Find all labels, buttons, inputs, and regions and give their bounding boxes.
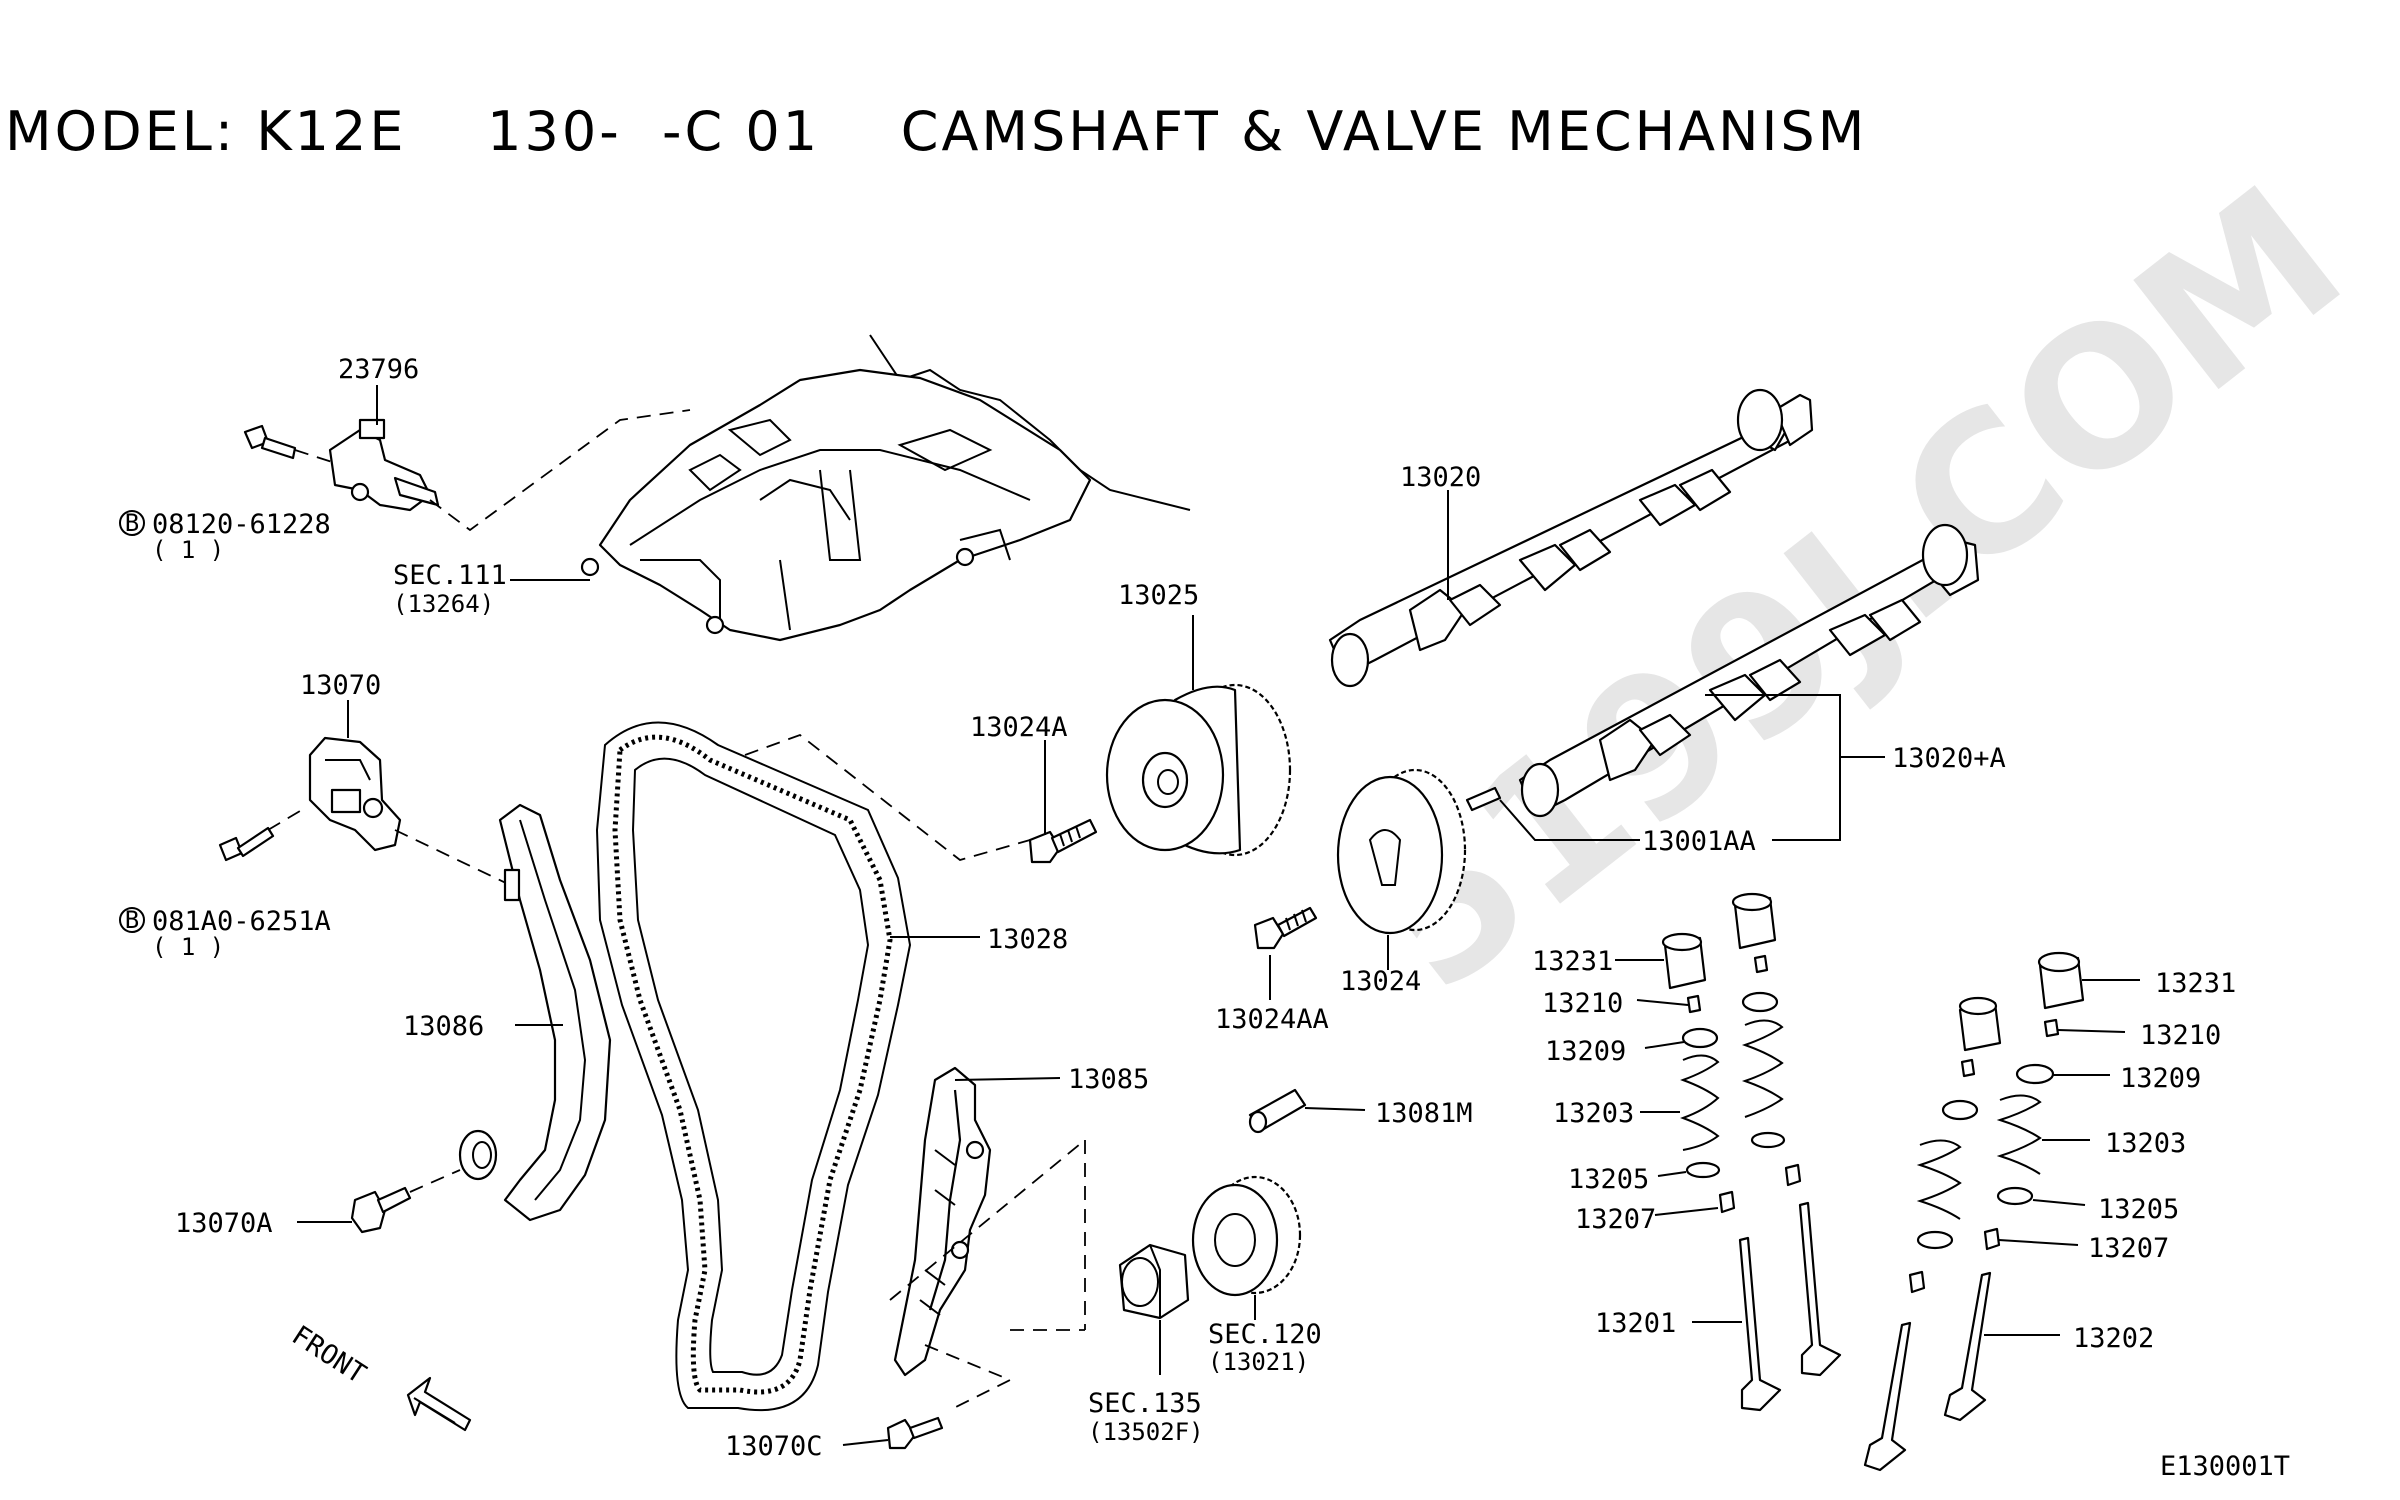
chain-tensioner-13070	[308, 736, 511, 886]
label-13210-left: 13210	[1542, 988, 1623, 1019]
label-13085: 13085	[1068, 1064, 1149, 1095]
label-front: FRONT	[286, 1320, 371, 1390]
label-bolt-081A0-6251A: 081A0-6251A	[152, 906, 331, 937]
label-13070: 13070	[300, 670, 381, 701]
camshaft-13020	[1328, 388, 1814, 688]
label-13231-left: 13231	[1532, 946, 1613, 977]
label-sec120: SEC.120	[1208, 1319, 1322, 1350]
label-sec135: SEC.135	[1088, 1388, 1202, 1419]
label-13205-left: 13205	[1568, 1164, 1649, 1195]
label-13070A: 13070A	[175, 1208, 273, 1239]
label-13207-left: 13207	[1575, 1204, 1656, 1235]
label-13210-right: 13210	[2140, 1020, 2221, 1051]
valve-train-right	[1863, 951, 2085, 1472]
label-13086: 13086	[403, 1011, 484, 1042]
diagram-code: E130001T	[2160, 1451, 2290, 1482]
pivot-bolt-13070A	[350, 1169, 461, 1234]
label-13020: 13020	[1400, 462, 1481, 493]
label-sec120-ref: (13021)	[1208, 1348, 1309, 1376]
label-13203-left: 13203	[1553, 1098, 1634, 1129]
page-title: MODEL: K12E 130- -C 01 CAMSHAFT & VALVE …	[5, 100, 1868, 163]
timing-chain-13028	[595, 721, 1031, 1412]
cylinder-head-cover	[580, 334, 1191, 642]
label-sec111-ref: (13264)	[393, 590, 494, 618]
label-13203-right: 13203	[2105, 1128, 2186, 1159]
label-13025: 13025	[1118, 580, 1199, 611]
tension-guide-13085	[889, 1066, 1086, 1411]
bolt-marker-1: B	[119, 509, 145, 537]
dowel-pin-13001AA	[1465, 786, 1502, 812]
bolt-13070C	[886, 1416, 944, 1450]
label-13081M: 13081M	[1375, 1098, 1473, 1129]
valve-train-left	[1661, 892, 1842, 1412]
label-bolt-08120-61228: 08120-61228	[152, 509, 331, 540]
svg-text:B: B	[125, 906, 139, 934]
label-sec111: SEC.111	[393, 560, 507, 591]
cam-sprocket-13024	[1336, 768, 1467, 935]
bolt-marker-2: B	[119, 906, 145, 934]
bolt-13024AA	[1253, 906, 1318, 950]
label-13209-left: 13209	[1545, 1036, 1626, 1067]
label-13209-right: 13209	[2120, 1063, 2201, 1094]
camshaft-13020A	[1518, 523, 1980, 818]
leader-lines	[297, 385, 2140, 1446]
label-13231-right: 13231	[2155, 968, 2236, 999]
bolt-08120-61228	[243, 424, 333, 463]
slack-guide-13086	[458, 803, 612, 1222]
label-13207-right: 13207	[2088, 1233, 2169, 1264]
svg-text:B: B	[125, 509, 139, 537]
label-13202: 13202	[2073, 1323, 2154, 1354]
label-sec135-ref: (13502F)	[1088, 1418, 1204, 1446]
bolt-081A0-6251A	[218, 807, 306, 862]
label-bolt2-qty: ( 1 )	[152, 933, 224, 961]
bolt-13024A	[1028, 818, 1098, 864]
pin-13081M	[1248, 1088, 1307, 1134]
front-arrow-icon	[406, 1376, 472, 1432]
label-23796: 23796	[338, 354, 419, 385]
label-13070C: 13070C	[725, 1431, 823, 1462]
label-13024AA: 13024AA	[1215, 1004, 1329, 1035]
crank-collar-sec135	[1118, 1243, 1190, 1320]
label-13028: 13028	[987, 924, 1068, 955]
label-bolt1-qty: ( 1 )	[152, 536, 224, 564]
label-13001AA: 13001AA	[1642, 826, 1756, 857]
label-13201: 13201	[1595, 1308, 1676, 1339]
solenoid-valve-23796	[328, 409, 691, 532]
crank-sprocket-sec120	[1191, 1175, 1302, 1297]
label-13205-right: 13205	[2098, 1194, 2179, 1225]
label-13020A: 13020+A	[1892, 743, 2006, 774]
label-13024: 13024	[1340, 966, 1421, 997]
label-13024A: 13024A	[970, 712, 1068, 743]
cam-sprocket-13025	[1105, 683, 1292, 857]
